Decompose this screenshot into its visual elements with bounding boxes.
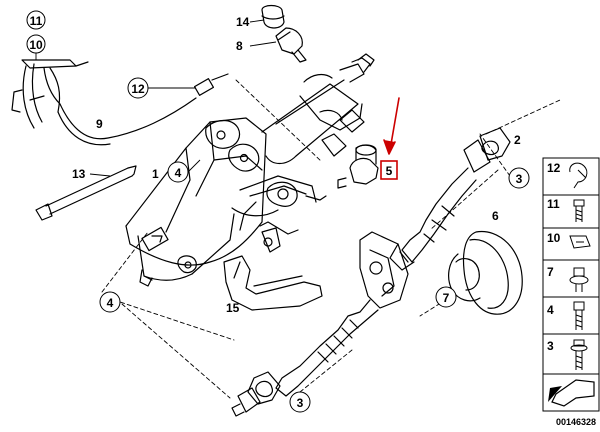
callout-13: 13	[72, 167, 86, 181]
callout-14: 14	[236, 15, 250, 29]
callout-3-right: 3	[508, 167, 530, 189]
small-parts-drawing	[261, 4, 307, 63]
callout-3-bottom: 3	[289, 391, 311, 413]
svg-text:4: 4	[175, 166, 182, 180]
callout-12: 12	[127, 77, 196, 99]
callout-5-highlighted: 5	[380, 160, 398, 180]
callout-7: 7	[435, 286, 457, 308]
svg-text:12: 12	[547, 161, 561, 175]
highlight-arrow	[383, 97, 400, 155]
callout-labels: 11 10 14 8 12 9 13 1 4 4 15	[26, 10, 530, 413]
legend-item-bolt-washer: 7	[547, 265, 589, 292]
svg-text:5: 5	[386, 164, 393, 178]
svg-text:10: 10	[29, 38, 43, 52]
callout-10: 10	[26, 34, 60, 61]
legend-item-clip: 12	[547, 161, 588, 189]
svg-text:7: 7	[547, 265, 554, 279]
bracket-drawing	[223, 221, 323, 311]
sensor-part-drawing	[337, 144, 379, 189]
callout-1: 1	[152, 167, 159, 181]
cable-tie-drawing	[35, 165, 137, 221]
svg-text:11: 11	[547, 197, 560, 211]
callout-4-top: 4	[167, 159, 201, 183]
legend-item-long-bolt: 3	[547, 339, 588, 370]
svg-text:7: 7	[443, 291, 450, 305]
svg-text:3: 3	[297, 396, 304, 410]
svg-text:12: 12	[131, 82, 145, 96]
leader-lines	[101, 79, 561, 399]
image-number: 00146328	[556, 417, 596, 427]
legend-direction-arrow-icon	[548, 379, 595, 407]
svg-text:11: 11	[30, 14, 43, 28]
legend-item-nut-clip: 10	[547, 231, 591, 249]
svg-text:4: 4	[107, 296, 114, 310]
callout-8: 8	[236, 39, 243, 53]
svg-text:3: 3	[547, 339, 554, 353]
legend-item-bolt: 4	[547, 301, 585, 330]
legend-item-screw: 11	[547, 197, 585, 222]
wiring-harness-drawing	[11, 59, 229, 146]
steering-column-housing	[125, 53, 375, 287]
callout-15: 15	[226, 301, 240, 315]
callout-9: 9	[96, 117, 103, 131]
callout-6: 6	[492, 209, 499, 223]
svg-text:4: 4	[547, 303, 554, 317]
parts-legend: 12 11 10 7 4 3	[542, 157, 600, 412]
callout-4-bottom: 4	[99, 291, 121, 313]
intermediate-shaft-drawing	[231, 127, 511, 417]
svg-text:3: 3	[516, 172, 523, 186]
svg-text:10: 10	[547, 231, 561, 245]
boot-cover-drawing	[448, 231, 523, 315]
callout-11: 11	[26, 10, 46, 30]
callout-2: 2	[514, 133, 521, 147]
